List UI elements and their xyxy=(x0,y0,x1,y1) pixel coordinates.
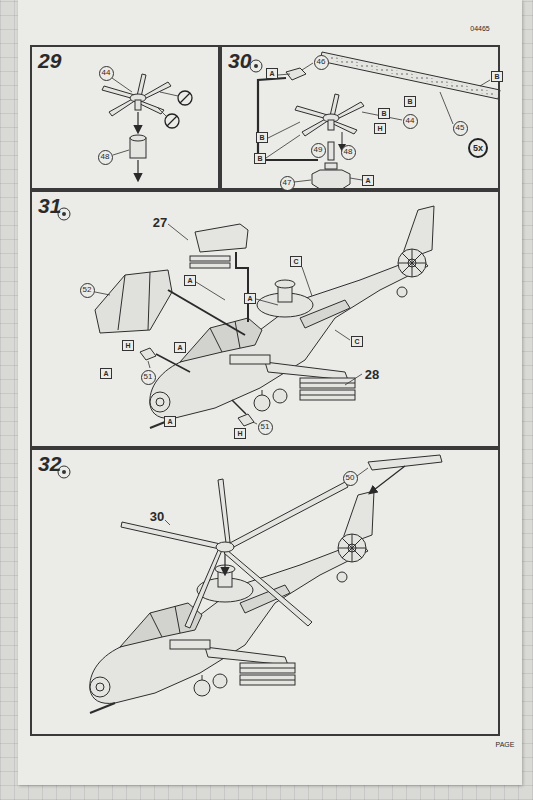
page-note: PAGE xyxy=(495,740,516,749)
callout-number: 49 xyxy=(311,143,326,158)
callout-number: 51 xyxy=(258,420,273,435)
callout-number: 51 xyxy=(141,370,156,385)
callout-number: 44 xyxy=(99,66,114,81)
part-letter-flag: A xyxy=(174,342,185,353)
step-panel: 31 52 51 51 xyxy=(30,190,500,448)
callout-text: 49 xyxy=(314,146,323,154)
callout-number: 5x xyxy=(468,138,488,158)
callout-number: 48 xyxy=(341,145,356,160)
step-number: 29 xyxy=(38,50,61,71)
part-letter-flag: B xyxy=(256,132,267,143)
callout-number: 44 xyxy=(403,114,418,129)
step-panel: 29 44 48 xyxy=(30,45,220,190)
callout-text: 48 xyxy=(344,148,353,156)
part-letter-flag: C xyxy=(351,336,362,347)
callout-text: 46 xyxy=(317,58,326,66)
callout-text: 5x xyxy=(473,144,483,153)
callout-text: 44 xyxy=(406,117,415,125)
callout-number: 46 xyxy=(314,55,329,70)
callout-text: 50 xyxy=(346,474,355,482)
callout-number: 48 xyxy=(98,150,113,165)
step-panel: 32 50 xyxy=(30,448,500,736)
part-letter-flag: A xyxy=(100,368,111,379)
part-letter-flag: A xyxy=(164,416,175,427)
part-letter-flag: B xyxy=(491,71,502,82)
page-note: 04465 xyxy=(469,24,490,33)
part-letter-flag: C xyxy=(290,256,301,267)
part-letter-flag: B xyxy=(378,108,389,119)
callout-number: 50 xyxy=(343,471,358,486)
part-number: 30 xyxy=(149,509,165,524)
callout-text: 51 xyxy=(261,423,270,431)
part-letter-flag: B xyxy=(254,153,265,164)
callout-text: 47 xyxy=(283,179,292,187)
callout-number: 47 xyxy=(280,176,295,191)
step-number: 32 xyxy=(38,453,61,474)
part-letter-flag: B xyxy=(404,96,415,107)
part-letter-flag: H xyxy=(122,340,133,351)
part-letter-flag: A xyxy=(266,68,277,79)
callout-text: 45 xyxy=(456,124,465,132)
step-number: 31 xyxy=(38,195,61,216)
part-letter-flag: H xyxy=(234,428,245,439)
callout-text: 51 xyxy=(144,373,153,381)
part-letter-flag: H xyxy=(374,123,385,134)
callout-text: 48 xyxy=(101,153,110,161)
callout-text: 44 xyxy=(102,69,111,77)
step-panel: 30 46 44 45 5x 49 48 47 xyxy=(220,45,500,190)
part-number: 28 xyxy=(364,367,380,382)
part-letter-flag: A xyxy=(244,293,255,304)
step-number: 30 xyxy=(228,50,251,71)
callout-number: 52 xyxy=(80,283,95,298)
part-number: 27 xyxy=(152,215,168,230)
callout-number: 45 xyxy=(453,121,468,136)
part-letter-flag: A xyxy=(184,275,195,286)
callout-text: 52 xyxy=(83,286,92,294)
part-letter-flag: A xyxy=(362,175,373,186)
